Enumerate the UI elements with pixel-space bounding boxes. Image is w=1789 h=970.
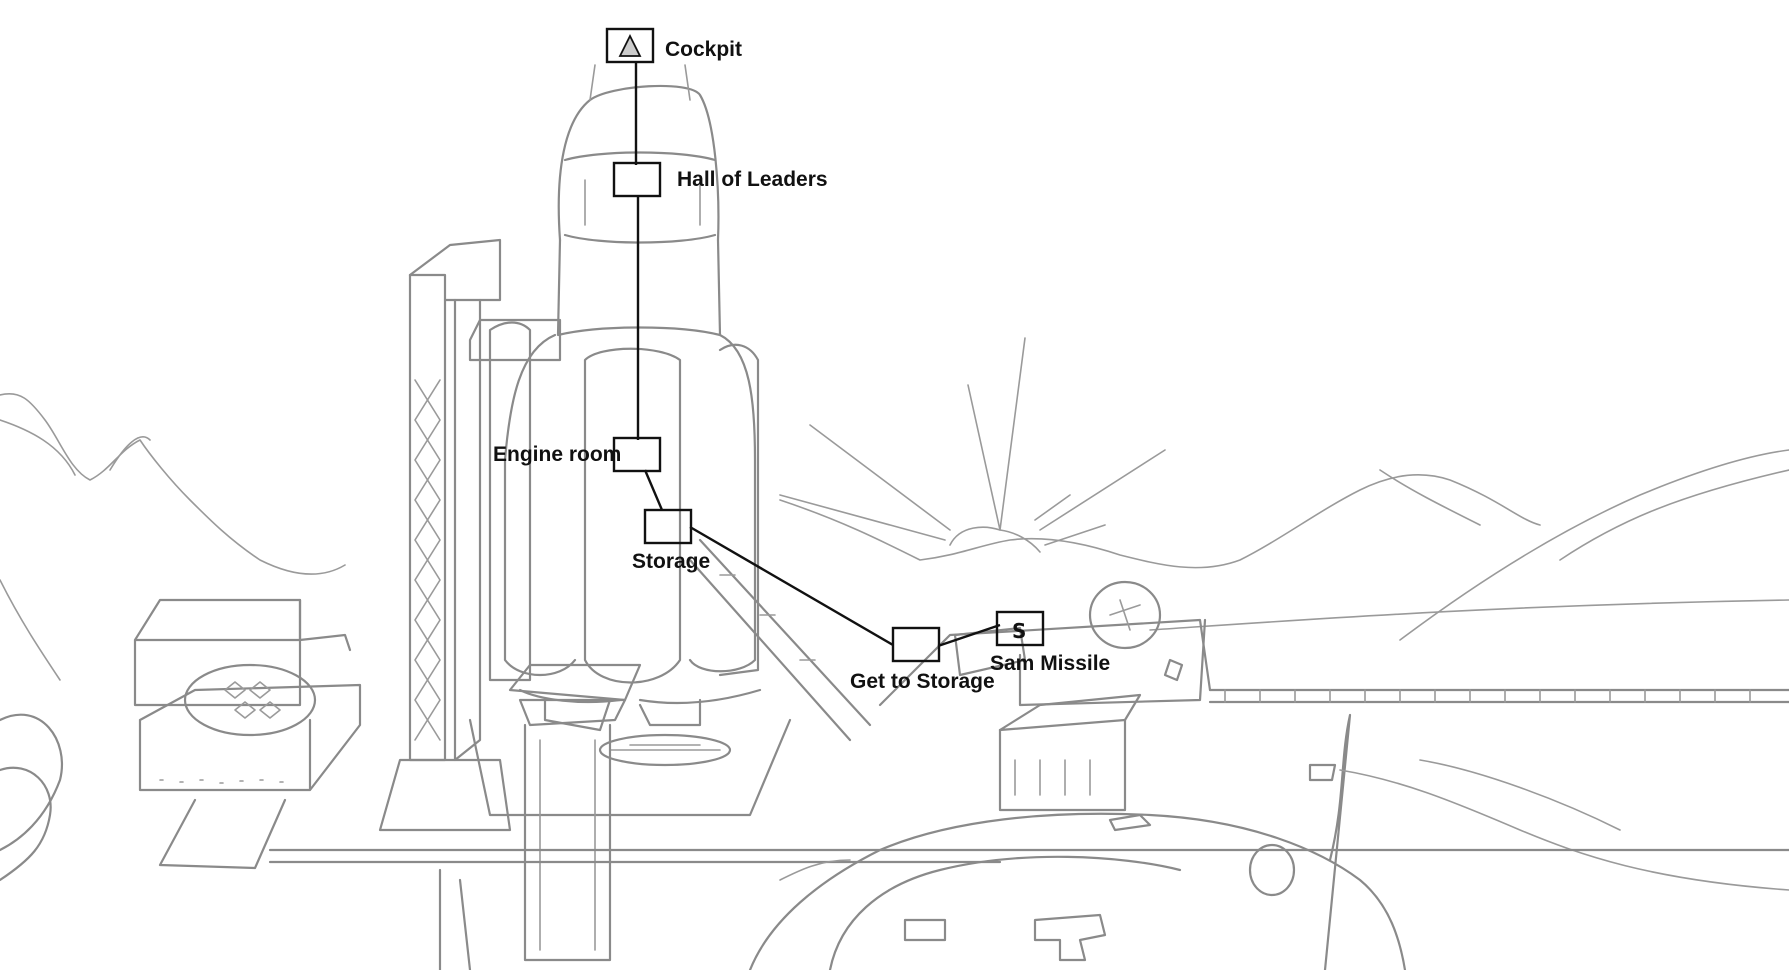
mountains-left (0, 393, 346, 681)
graph-edges (634, 62, 1001, 648)
node-sam-missile[interactable]: S Sam Missile (990, 610, 1110, 675)
edge-getstorage-sam (937, 623, 1001, 648)
node-hall-of-leaders[interactable]: Hall of Leaders (612, 161, 828, 198)
ramp (688, 538, 872, 742)
node-label-sam-missile: Sam Missile (990, 652, 1110, 675)
node-label-get-to-storage: Get to Storage (850, 670, 995, 693)
node-glyph-sam: S (1012, 619, 1026, 643)
control-tower (508, 663, 642, 962)
node-cockpit[interactable]: Cockpit (605, 27, 742, 64)
rocket (468, 64, 792, 817)
sun (779, 337, 1166, 553)
node-label-engine-room: Engine room (493, 443, 621, 466)
warning-triangle-icon (618, 33, 642, 57)
node-get-to-storage[interactable]: Get to Storage (850, 626, 995, 693)
foreground (268, 812, 1789, 970)
left-buildings (0, 598, 362, 882)
edge-storage-getstorage (689, 525, 894, 647)
fence-wall (1208, 688, 1789, 970)
graph-nodes: Cockpit Hall of Leaders Engine room Stor… (493, 27, 1110, 693)
node-storage[interactable]: Storage (632, 508, 710, 573)
missile-base (878, 580, 1212, 832)
launch-tower (378, 238, 562, 832)
node-label-hall-of-leaders: Hall of Leaders (677, 168, 828, 191)
edge-engine-storage (643, 469, 664, 511)
mountains-right (779, 449, 1789, 641)
node-label-cockpit: Cockpit (665, 38, 742, 61)
node-engine-room[interactable]: Engine room (493, 436, 662, 473)
node-label-storage: Storage (632, 550, 710, 573)
